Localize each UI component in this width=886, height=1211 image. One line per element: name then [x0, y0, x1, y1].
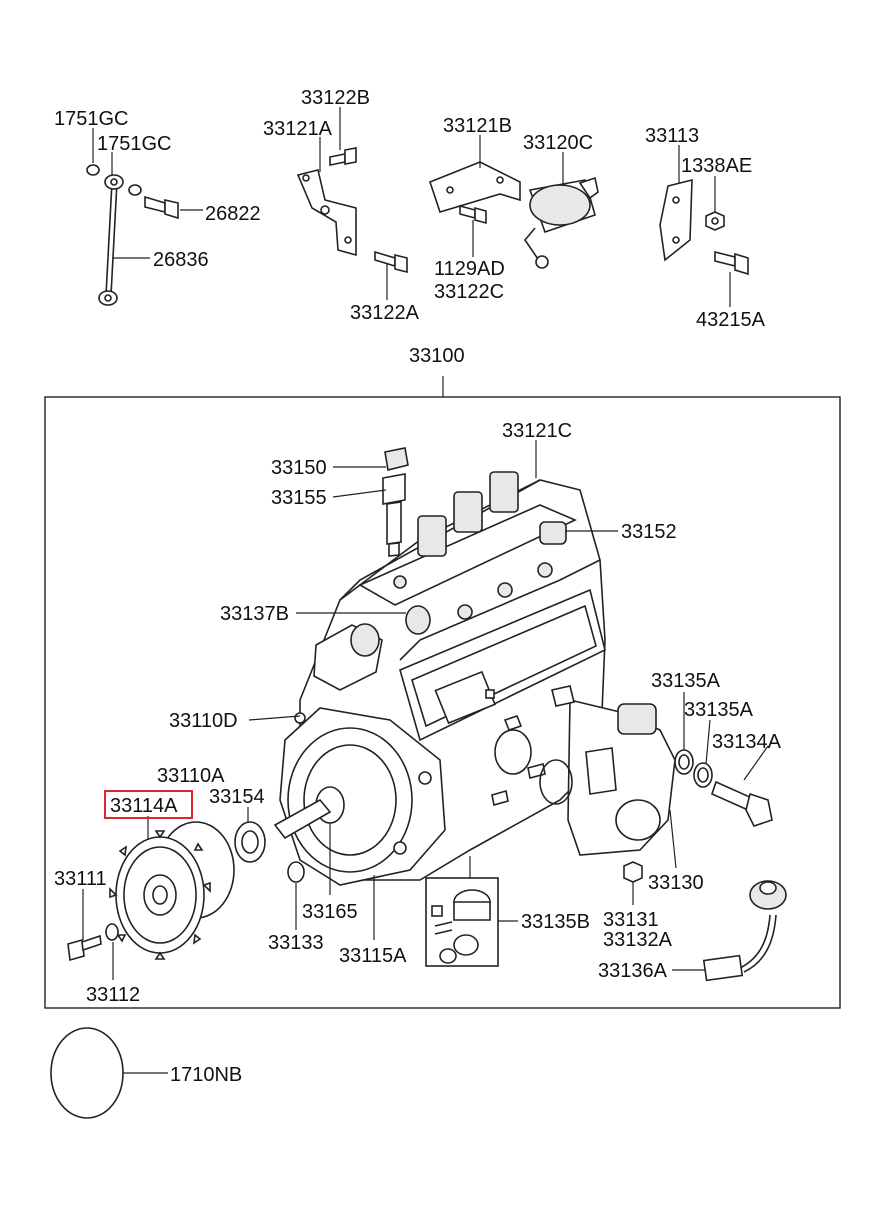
part-33110D-pump-housing[interactable]: [299, 471, 606, 881]
label-33133[interactable]: 33133: [268, 932, 324, 954]
label-33152[interactable]: 33152: [621, 521, 677, 543]
label-33115A[interactable]: 33115A: [339, 945, 407, 967]
label-33114A[interactable]: 33114A: [110, 795, 178, 817]
label-1751GC-b[interactable]: 1751GC: [97, 133, 172, 155]
part-33135A-washer-b[interactable]: [693, 762, 713, 788]
label-26836[interactable]: 26836: [153, 249, 209, 271]
part-33122A-bolt[interactable]: [374, 250, 408, 274]
part-33150-cap[interactable]: [384, 447, 409, 471]
label-33121B[interactable]: 33121B: [443, 115, 512, 137]
label-43215A[interactable]: 43215A: [696, 309, 766, 331]
part-26822-bolt[interactable]: [144, 195, 179, 220]
label-1338AE[interactable]: 1338AE: [681, 155, 752, 177]
label-33154[interactable]: 33154: [209, 786, 265, 808]
label-33130[interactable]: 33130: [648, 872, 704, 894]
part-33154-seal[interactable]: [234, 821, 266, 863]
label-33120C[interactable]: 33120C: [523, 132, 593, 154]
part-33122B-bolt[interactable]: [329, 147, 357, 166]
label-33121C[interactable]: 33121C: [502, 420, 572, 442]
label-33121A[interactable]: 33121A: [263, 118, 333, 140]
label-33137B[interactable]: 33137B: [220, 603, 289, 625]
part-33135A-washer-a[interactable]: [674, 749, 694, 775]
label-1710NB[interactable]: 1710NB: [170, 1064, 242, 1086]
part-33121A-bracket[interactable]: [296, 169, 357, 257]
label-33122A[interactable]: 33122A: [350, 302, 420, 324]
part-33134A-bolt[interactable]: [711, 780, 773, 827]
label-33131[interactable]: 33131: [603, 909, 659, 931]
label-33111[interactable]: 33111: [54, 868, 107, 890]
label-33155[interactable]: 33155: [271, 487, 327, 509]
part-1751GC-washer-a[interactable]: [86, 164, 100, 176]
label-33113[interactable]: 33113: [645, 125, 699, 147]
label-33165[interactable]: 33165: [302, 901, 358, 923]
label-33135A-a[interactable]: 33135A: [651, 670, 721, 692]
label-33135B[interactable]: 33135B: [521, 911, 590, 933]
part-33135B-kit[interactable]: [425, 877, 499, 967]
label-33112[interactable]: 33112: [86, 984, 140, 1006]
part-33111-bolt[interactable]: [67, 934, 102, 962]
part-26836-pipe[interactable]: [98, 174, 124, 306]
part-33120C-actuator[interactable]: [523, 176, 599, 269]
label-33100[interactable]: 33100: [409, 345, 465, 367]
label-33135A-b[interactable]: 33135A: [684, 699, 754, 721]
part-33112-washer[interactable]: [105, 923, 119, 941]
part-33137B-fitting[interactable]: [405, 605, 431, 635]
label-26822[interactable]: 26822: [205, 203, 261, 225]
part-33114A-gear[interactable]: [109, 821, 235, 960]
part-1338AE-nut[interactable]: [705, 211, 725, 231]
label-33150[interactable]: 33150: [271, 457, 327, 479]
label-33132A[interactable]: 33132A: [603, 929, 673, 951]
part-1751GC-washer-b[interactable]: [128, 184, 142, 196]
label-33122C[interactable]: 33122C: [434, 281, 504, 303]
label-1129AD[interactable]: 1129AD: [434, 258, 505, 280]
label-33134A[interactable]: 33134A: [712, 731, 782, 753]
highlight-box-33114A: [104, 790, 193, 819]
part-1129AD-bolt[interactable]: [459, 204, 487, 225]
label-1751GC-a[interactable]: 1751GC: [54, 108, 129, 130]
part-33152-fitting[interactable]: [539, 521, 567, 545]
part-33113-bracket[interactable]: [659, 178, 693, 262]
part-33136A-sensor[interactable]: [702, 880, 787, 982]
part-43215A-bolt[interactable]: [714, 250, 749, 276]
part-33121B-bracket[interactable]: [429, 161, 521, 213]
label-33122B[interactable]: 33122B: [301, 87, 370, 109]
part-33133-o-ring[interactable]: [287, 861, 305, 883]
part-33130-feed-pump[interactable]: [539, 685, 676, 856]
part-1710NB-gasket[interactable]: [50, 1027, 124, 1119]
leader-lines: [82, 107, 769, 1074]
label-33136A[interactable]: 33136A: [598, 960, 668, 982]
label-33110A[interactable]: 33110A: [157, 765, 225, 787]
label-33110D[interactable]: 33110D: [169, 710, 238, 732]
part-33131-nut[interactable]: [623, 861, 643, 883]
part-33155-valve[interactable]: [382, 473, 406, 557]
part-33115A-flange[interactable]: [279, 707, 446, 886]
